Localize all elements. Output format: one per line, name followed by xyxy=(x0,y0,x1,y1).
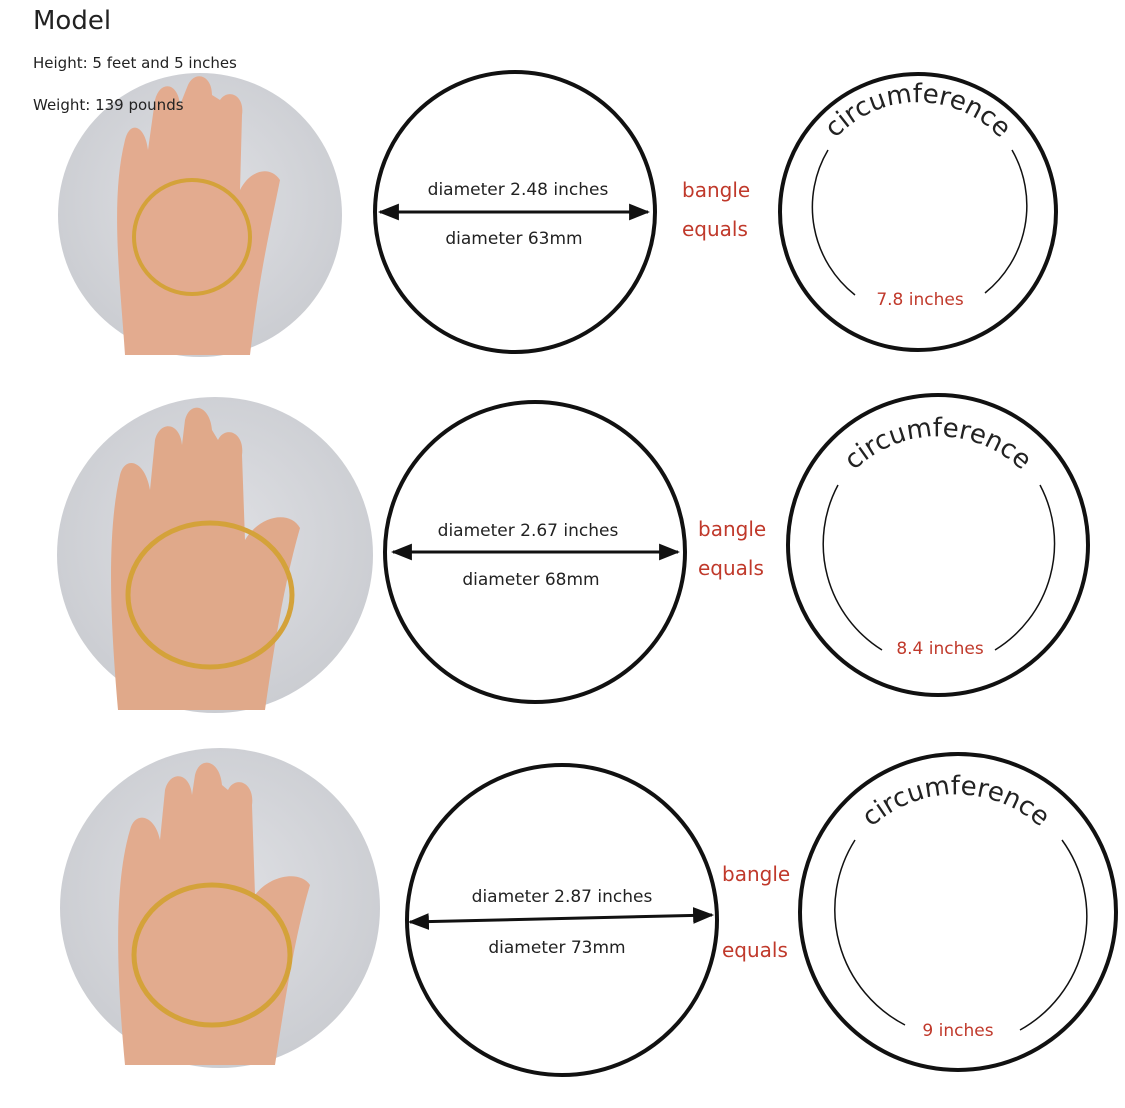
diameter-arrow-icon xyxy=(407,907,715,930)
equals-label: equals xyxy=(722,938,788,962)
bangle-label: bangle xyxy=(682,178,750,202)
circumference-value: 8.4 inches xyxy=(896,639,984,659)
circumference-label: circumference xyxy=(857,771,1056,833)
diameter-circle xyxy=(405,763,719,1077)
equals-label: equals xyxy=(682,217,748,241)
diameter-circle xyxy=(373,70,657,354)
bangle-label: bangle xyxy=(698,517,766,541)
diameter-inches: diameter 2.87 inches xyxy=(472,887,653,907)
circumference-circle xyxy=(786,393,1090,697)
circumference-circle xyxy=(798,752,1118,1072)
model-weight: Weight: 139 pounds xyxy=(33,96,184,114)
diameter-mm: diameter 73mm xyxy=(488,938,625,958)
bangle-label: bangle xyxy=(722,862,790,886)
circumference-arc xyxy=(822,484,1056,651)
hand-photo xyxy=(58,73,342,357)
row-3: diameter 2.87 inches diameter 73mm bangl… xyxy=(60,748,1118,1077)
model-title: Model xyxy=(33,6,112,36)
circumference-arc xyxy=(834,839,1088,1031)
bangle-icon xyxy=(132,178,252,296)
model-height: Height: 5 feet and 5 inches xyxy=(33,54,237,72)
diameter-inches: diameter 2.67 inches xyxy=(438,521,619,541)
row-2: diameter 2.67 inches diameter 68mm bangl… xyxy=(57,393,1090,713)
bangle-icon xyxy=(131,882,293,1028)
circumference-circle xyxy=(778,72,1058,352)
circumference-value: 9 inches xyxy=(922,1021,993,1041)
circumference-arc xyxy=(811,149,1028,296)
diameter-inches: diameter 2.48 inches xyxy=(428,180,609,200)
equals-label: equals xyxy=(698,556,764,580)
diameter-mm: diameter 63mm xyxy=(445,229,582,249)
diameter-mm: diameter 68mm xyxy=(462,570,599,590)
hand-photo xyxy=(60,748,380,1068)
circumference-label: circumference xyxy=(819,79,1016,144)
row-1: diameter 2.48 inches diameter 63mm bangl… xyxy=(58,70,1058,357)
circumference-label: circumference xyxy=(839,413,1037,476)
bangle-icon xyxy=(125,520,295,670)
diameter-circle xyxy=(383,400,687,704)
hand-photo xyxy=(57,397,373,713)
circumference-value: 7.8 inches xyxy=(876,290,964,310)
